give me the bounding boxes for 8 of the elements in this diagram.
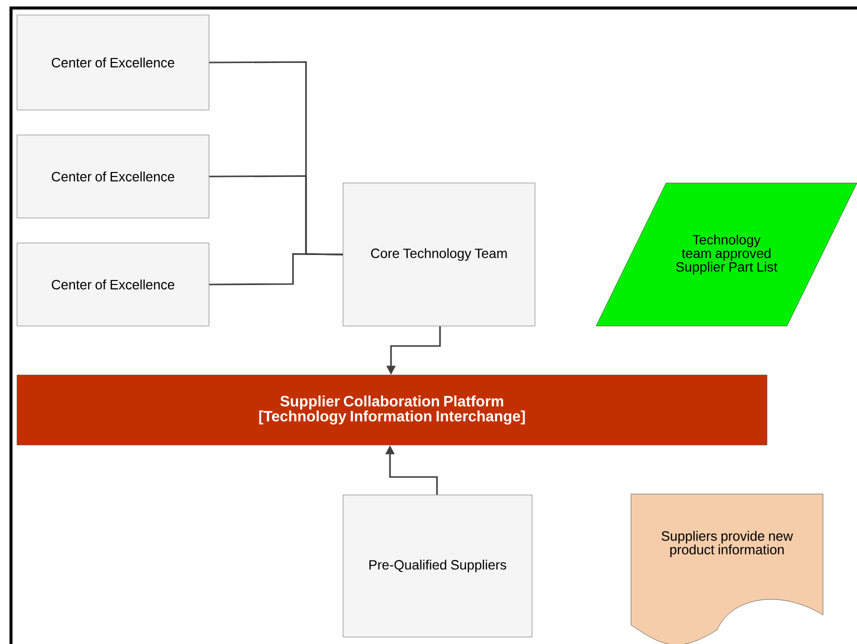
process-box: Center of Excellence [16,242,210,326]
connector [209,253,343,286]
process-box: Core Technology Team [342,182,536,326]
process-box: Center of Excellence [16,14,210,110]
data-parallelogram: Technology team approved Supplier Part List [596,182,857,326]
platform-bar: Supplier Collaboration Platform [Technology Information Interchange] [16,374,768,446]
process-box: Pre-Qualified Suppliers [342,494,532,638]
process-box: Center of Excellence [16,134,210,218]
